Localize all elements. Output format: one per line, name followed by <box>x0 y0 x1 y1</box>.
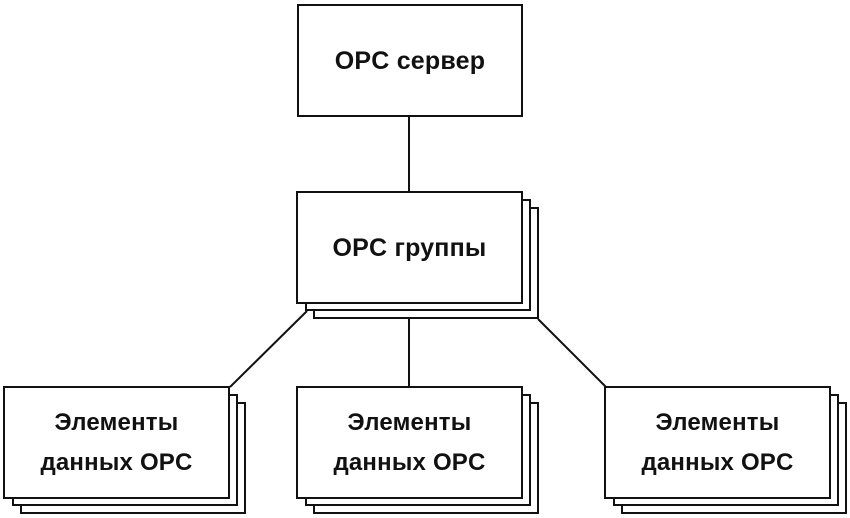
items-right-line1: Элементы <box>655 408 780 436</box>
items-center-line1: Элементы <box>347 408 472 436</box>
items-center-box: Элементы данных OPC <box>296 386 523 499</box>
opc-server-label: OPC сервер <box>334 46 486 75</box>
groups-to-items-left-connector <box>229 310 308 388</box>
items-left-line1: Элементы <box>54 408 179 436</box>
items-left-line2: данных OPC <box>40 448 193 476</box>
items-left-box: Элементы данных OPC <box>3 386 230 499</box>
items-center-line2: данных OPC <box>333 448 486 476</box>
items-left-label: Элементы данных OPC <box>40 403 192 483</box>
opc-groups-box: OPC группы <box>296 191 523 304</box>
items-right-line2: данных OPC <box>641 448 794 476</box>
opc-groups-label: OPC группы <box>332 233 487 262</box>
items-right-label: Элементы данных OPC <box>641 403 793 483</box>
groups-to-items-right-connector <box>537 318 607 388</box>
items-right-box: Элементы данных OPC <box>604 386 831 499</box>
items-center-label: Элементы данных OPC <box>333 403 485 483</box>
opc-server-box: OPC сервер <box>297 4 523 117</box>
